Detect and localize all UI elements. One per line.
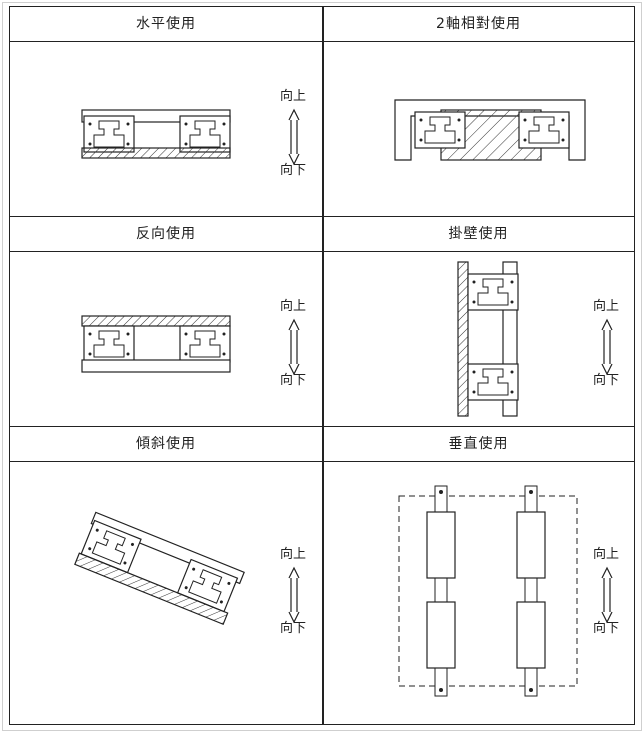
relative-diagram xyxy=(394,99,586,161)
direction-up-label: 向上 xyxy=(593,298,619,314)
direction-down-label: 向下 xyxy=(280,620,306,636)
rail-left xyxy=(426,485,456,697)
carriage-block-right xyxy=(518,111,570,149)
row-divider xyxy=(10,461,634,462)
reverse-diagram: 向上 向下 xyxy=(81,298,306,388)
base-rail xyxy=(74,552,229,626)
carriage-block-top xyxy=(467,273,519,311)
direction-up-label: 向上 xyxy=(280,298,306,314)
wall-diagram: 向上 向下 xyxy=(457,261,619,417)
up-down-arrow-icon xyxy=(288,319,300,375)
up-down-arrow-icon xyxy=(288,109,300,165)
carriage-block-bottom xyxy=(467,363,519,401)
header-relative: 2軸相對使用 xyxy=(436,16,521,32)
wall-rail xyxy=(457,261,469,417)
row-divider xyxy=(10,41,634,42)
carriage-block-right xyxy=(179,325,231,363)
header-wall: 掛壁使用 xyxy=(448,226,509,242)
carriage-block-left xyxy=(414,111,466,149)
bottom-table xyxy=(81,359,231,373)
carriage-block-left xyxy=(83,325,135,363)
up-down-arrow-icon xyxy=(601,319,613,375)
top-rail xyxy=(81,315,231,327)
usage-table: 水平使用 2軸相對使用 反向使用 掛壁使用 傾斜使用 垂直使用 向上 向下 xyxy=(9,6,635,725)
row-divider xyxy=(10,216,634,217)
tilted-diagram: 向上 向下 xyxy=(74,511,306,636)
base-rail xyxy=(81,147,231,159)
column-divider xyxy=(322,7,324,724)
direction-up-label: 向上 xyxy=(593,546,619,562)
header-reverse: 反向使用 xyxy=(136,226,196,242)
direction-down-label: 向下 xyxy=(280,162,306,178)
dashed-frame xyxy=(398,495,578,687)
header-vertical: 垂直使用 xyxy=(448,436,509,452)
vertical-diagram: 向上 向下 xyxy=(398,485,619,697)
direction-down-label: 向下 xyxy=(280,372,306,388)
row-divider xyxy=(10,426,634,427)
up-down-arrow-icon xyxy=(601,567,613,623)
header-horizontal: 水平使用 xyxy=(136,16,196,32)
direction-down-label: 向下 xyxy=(593,620,619,636)
direction-up-label: 向上 xyxy=(280,546,306,562)
direction-down-label: 向下 xyxy=(593,372,619,388)
carriage-block-right xyxy=(179,115,231,153)
rail-right xyxy=(516,485,546,697)
row-divider xyxy=(10,251,634,252)
header-tilted: 傾斜使用 xyxy=(136,436,196,452)
carriage-block-left xyxy=(83,115,135,153)
horizontal-diagram: 向上 向下 xyxy=(81,88,306,178)
up-down-arrow-icon xyxy=(288,567,300,623)
direction-up-label: 向上 xyxy=(280,88,306,104)
